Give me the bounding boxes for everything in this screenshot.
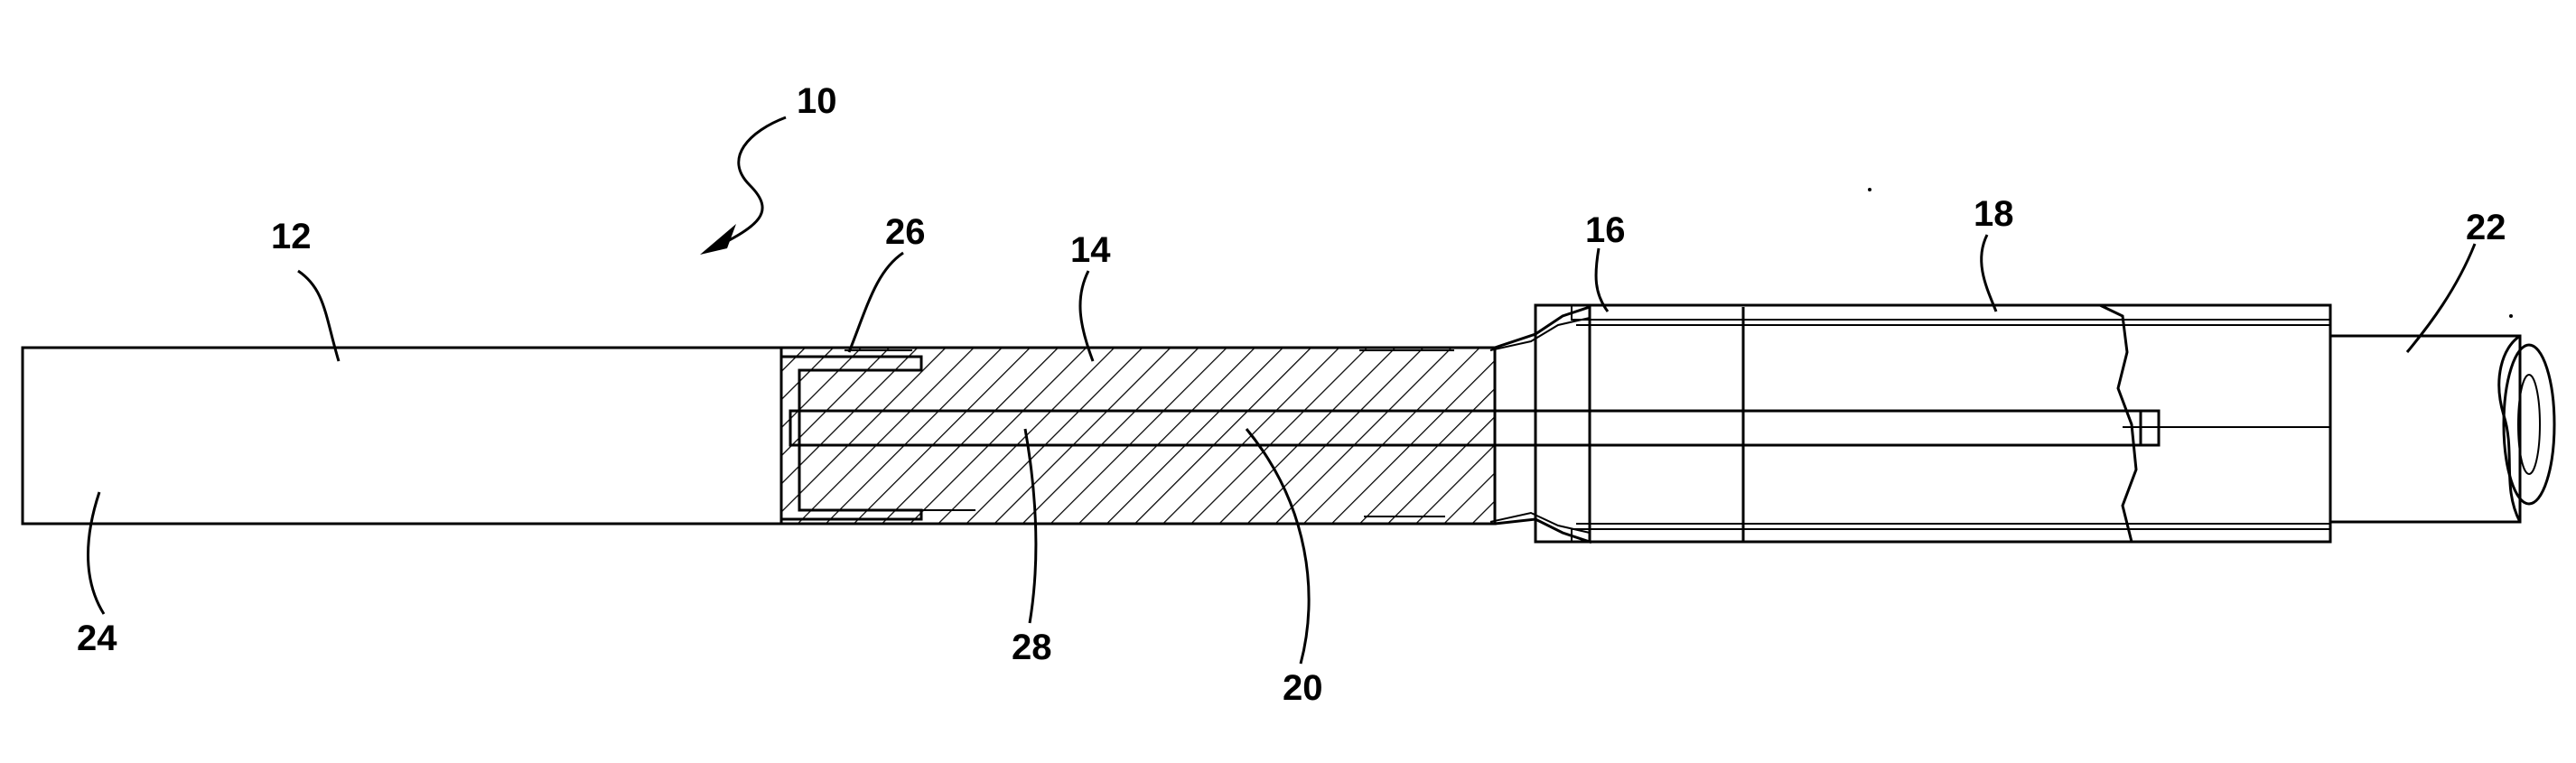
label-20: 20 <box>1283 668 1323 708</box>
outer-sleeve <box>1534 303 2332 544</box>
label-24: 24 <box>77 619 117 658</box>
leader-lines <box>87 116 2477 665</box>
label-22: 22 <box>2466 208 2506 247</box>
label-10: 10 <box>797 81 837 121</box>
label-28: 28 <box>1012 628 1052 667</box>
reference-numerals: 10 12 26 14 16 18 22 24 28 20 <box>77 81 2506 708</box>
label-16: 16 <box>1585 210 1626 250</box>
electrode-rod <box>21 346 783 526</box>
label-18: 18 <box>1974 194 2014 234</box>
label-12: 12 <box>271 217 312 256</box>
insert-body <box>779 346 1497 526</box>
cable <box>2099 303 2556 544</box>
speck <box>1868 188 1871 191</box>
speck <box>2509 314 2513 318</box>
label-26: 26 <box>885 212 926 252</box>
label-14: 14 <box>1070 230 1111 270</box>
